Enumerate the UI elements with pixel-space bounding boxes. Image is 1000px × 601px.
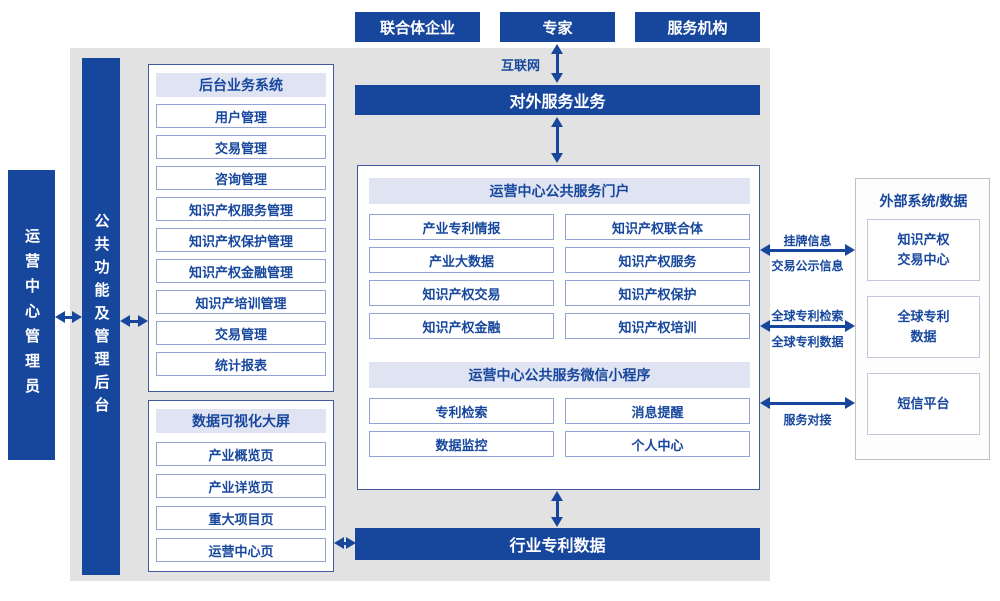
external-box-line: 全球专利 (897, 308, 950, 324)
portal-item: 知识产权交易 (369, 280, 554, 306)
data-visualization-title: 数据可视化大屏 (156, 409, 326, 433)
internet-label: 互联网 (500, 58, 540, 73)
external-box-line: 短信平台 (897, 395, 950, 411)
portal-item: 知识产权保护 (565, 280, 750, 306)
backend-system-item: 交易管理 (156, 135, 326, 159)
portal-item: 知识产权培训 (565, 313, 750, 339)
mini-program-title: 运营中心公共服务微信小程序 (369, 362, 750, 388)
backend-system-item: 用户管理 (156, 104, 326, 128)
backend-system-panel: 后台业务系统 用户管理 交易管理 咨询管理 知识产权服务管理 知识产权保护管理 … (148, 64, 334, 392)
portal-title: 运营中心公共服务门户 (369, 178, 750, 204)
arrow-portal-to-global-patent (760, 320, 855, 332)
backend-system-item: 咨询管理 (156, 166, 326, 190)
data-screen-item: 运营中心页 (156, 538, 326, 562)
arrow-internet-to-external-service (551, 44, 563, 83)
service-connect-label: 服务对接 (783, 413, 832, 427)
portal-item: 知识产权服务 (565, 247, 750, 273)
industry-patent-data-bar: 行业专利数据 (355, 528, 760, 560)
external-box-trading-center: 知识产权 交易中心 (867, 219, 980, 281)
data-screen-item: 产业详览页 (156, 474, 326, 498)
backend-system-item: 统计报表 (156, 352, 326, 376)
external-systems-title: 外部系统/数据 (879, 193, 968, 209)
mini-program-item: 个人中心 (565, 431, 750, 457)
actor-consortium-enterprise: 联合体企业 (355, 12, 480, 42)
global-patent-data-label: 全球专利数据 (771, 335, 844, 349)
external-service-bar: 对外服务业务 (355, 85, 760, 115)
mini-program-item: 消息提醒 (565, 398, 750, 424)
portal-panel: 运营中心公共服务门户 产业专利情报 知识产权联合体 产业大数据 知识产权服务 知… (357, 165, 760, 490)
backend-system-item: 知识产权金融管理 (156, 259, 326, 283)
arrow-portal-to-sms (760, 397, 855, 409)
mini-program-item: 数据监控 (369, 431, 554, 457)
arrow-portal-to-trading-center (760, 244, 855, 256)
external-box-global-patent-data: 全球专利 数据 (867, 296, 980, 358)
public-functions-backend-bar: 公共功能及管理后台 (82, 58, 120, 575)
arrow-backend-bar-to-backend-system (120, 315, 148, 327)
portal-item: 产业大数据 (369, 247, 554, 273)
data-screen-item: 产业概览页 (156, 442, 326, 466)
portal-item: 产业专利情报 (369, 214, 554, 240)
data-visualization-panel: 数据可视化大屏 产业概览页 产业详览页 重大项目页 运营中心页 (148, 400, 334, 572)
global-patent-search-label: 全球专利检索 (771, 309, 844, 323)
mini-program-item: 专利检索 (369, 398, 554, 424)
backend-system-title: 后台业务系统 (156, 73, 326, 97)
arrow-dataviz-to-industry-data (334, 537, 356, 549)
portal-item: 知识产权金融 (369, 313, 554, 339)
trade-publicity-label: 交易公示信息 (771, 259, 844, 273)
arrow-portal-to-industry-data (551, 491, 563, 527)
arrow-admin-to-backend-bar (55, 311, 82, 323)
external-box-line: 交易中心 (897, 252, 950, 267)
data-screen-item: 重大项目页 (156, 506, 326, 530)
listing-info-label: 挂牌信息 (783, 234, 832, 248)
backend-system-item: 知识产权服务管理 (156, 197, 326, 221)
backend-system-item: 交易管理 (156, 321, 326, 345)
arrow-external-service-to-portal (551, 117, 563, 163)
external-box-sms-platform: 短信平台 (867, 373, 980, 435)
backend-system-item: 知识产权保护管理 (156, 228, 326, 252)
external-box-line: 数据 (910, 329, 937, 344)
external-box-line: 知识产权 (897, 231, 950, 247)
backend-system-item: 知识产培训管理 (156, 290, 326, 314)
operation-center-admin-box: 运营中心管理员 (8, 170, 55, 460)
actor-service-organization: 服务机构 (635, 12, 760, 42)
external-systems-panel: 外部系统/数据 知识产权 交易中心 全球专利 数据 短信平台 (855, 178, 990, 460)
actor-expert: 专家 (500, 12, 615, 42)
portal-item: 知识产权联合体 (565, 214, 750, 240)
